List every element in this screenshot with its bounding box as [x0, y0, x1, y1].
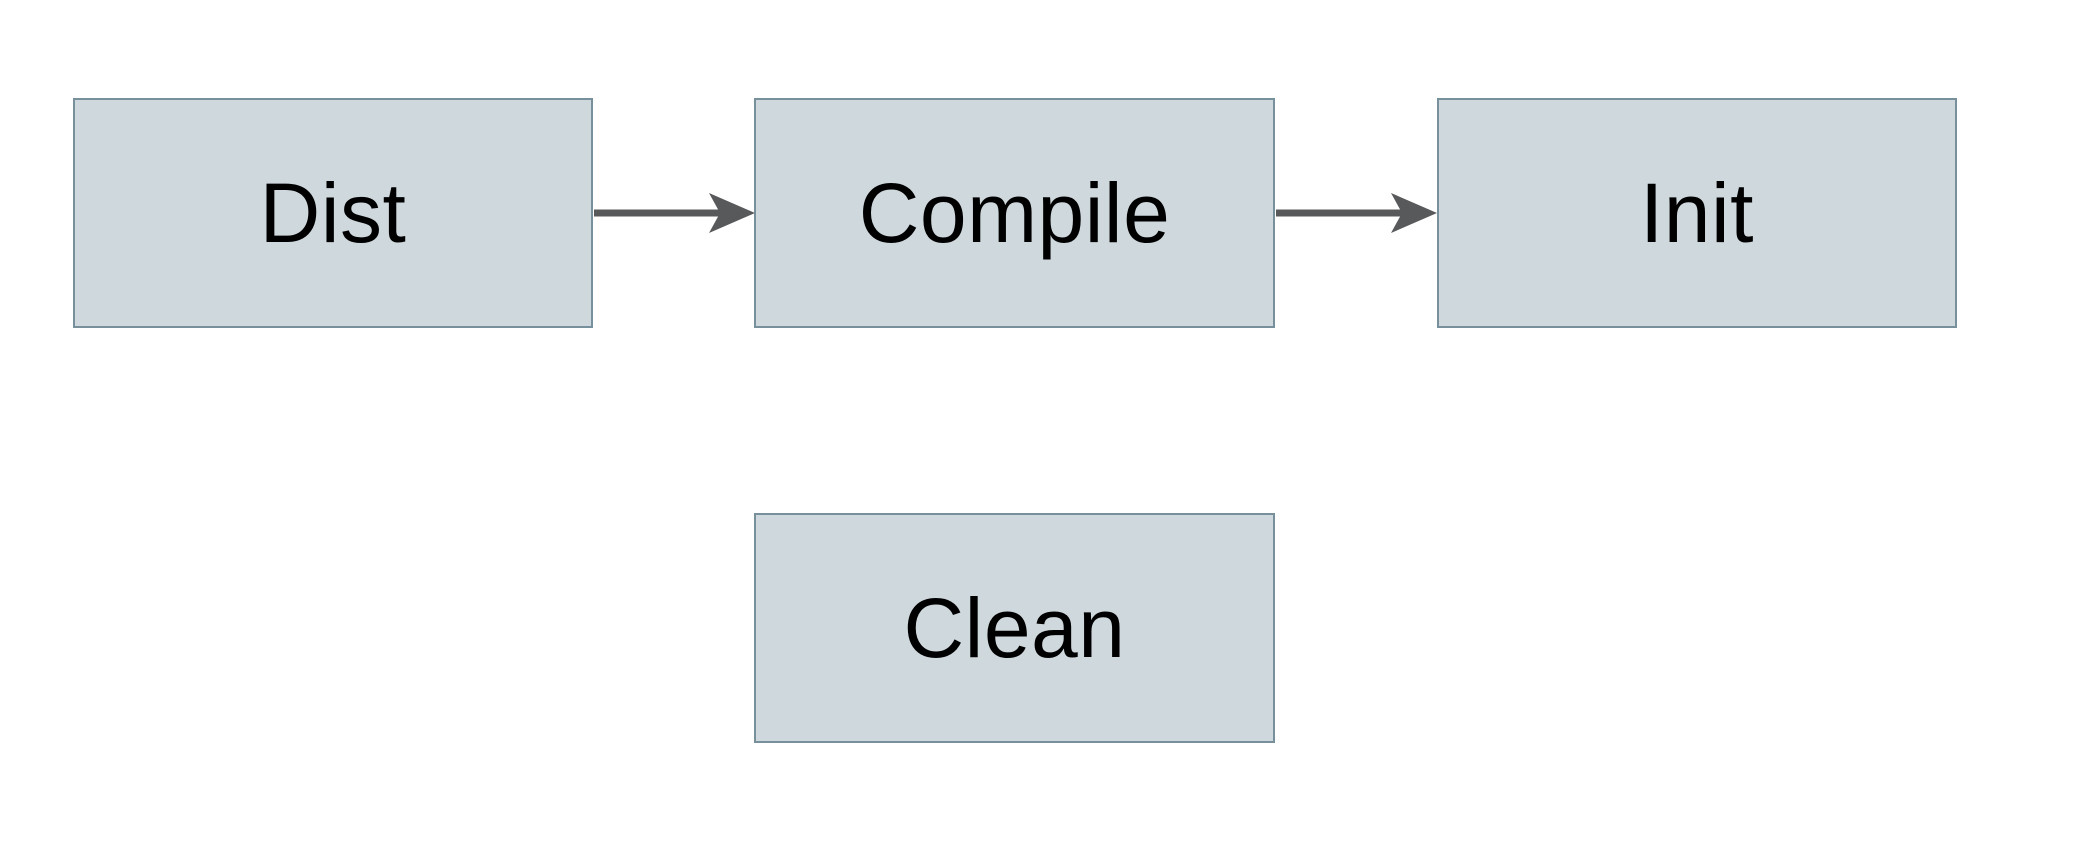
arrow-dist-to-compile-icon	[594, 193, 755, 233]
node-compile[interactable]: Compile	[754, 98, 1275, 328]
node-compile-label: Compile	[858, 166, 1171, 260]
node-dist[interactable]: Dist	[73, 98, 593, 328]
node-init-label: Init	[1639, 166, 1755, 260]
node-clean[interactable]: Clean	[754, 513, 1275, 743]
node-dist-label: Dist	[259, 166, 407, 260]
node-clean-label: Clean	[903, 581, 1126, 675]
node-init[interactable]: Init	[1437, 98, 1957, 328]
arrow-compile-to-init-icon	[1276, 193, 1437, 233]
